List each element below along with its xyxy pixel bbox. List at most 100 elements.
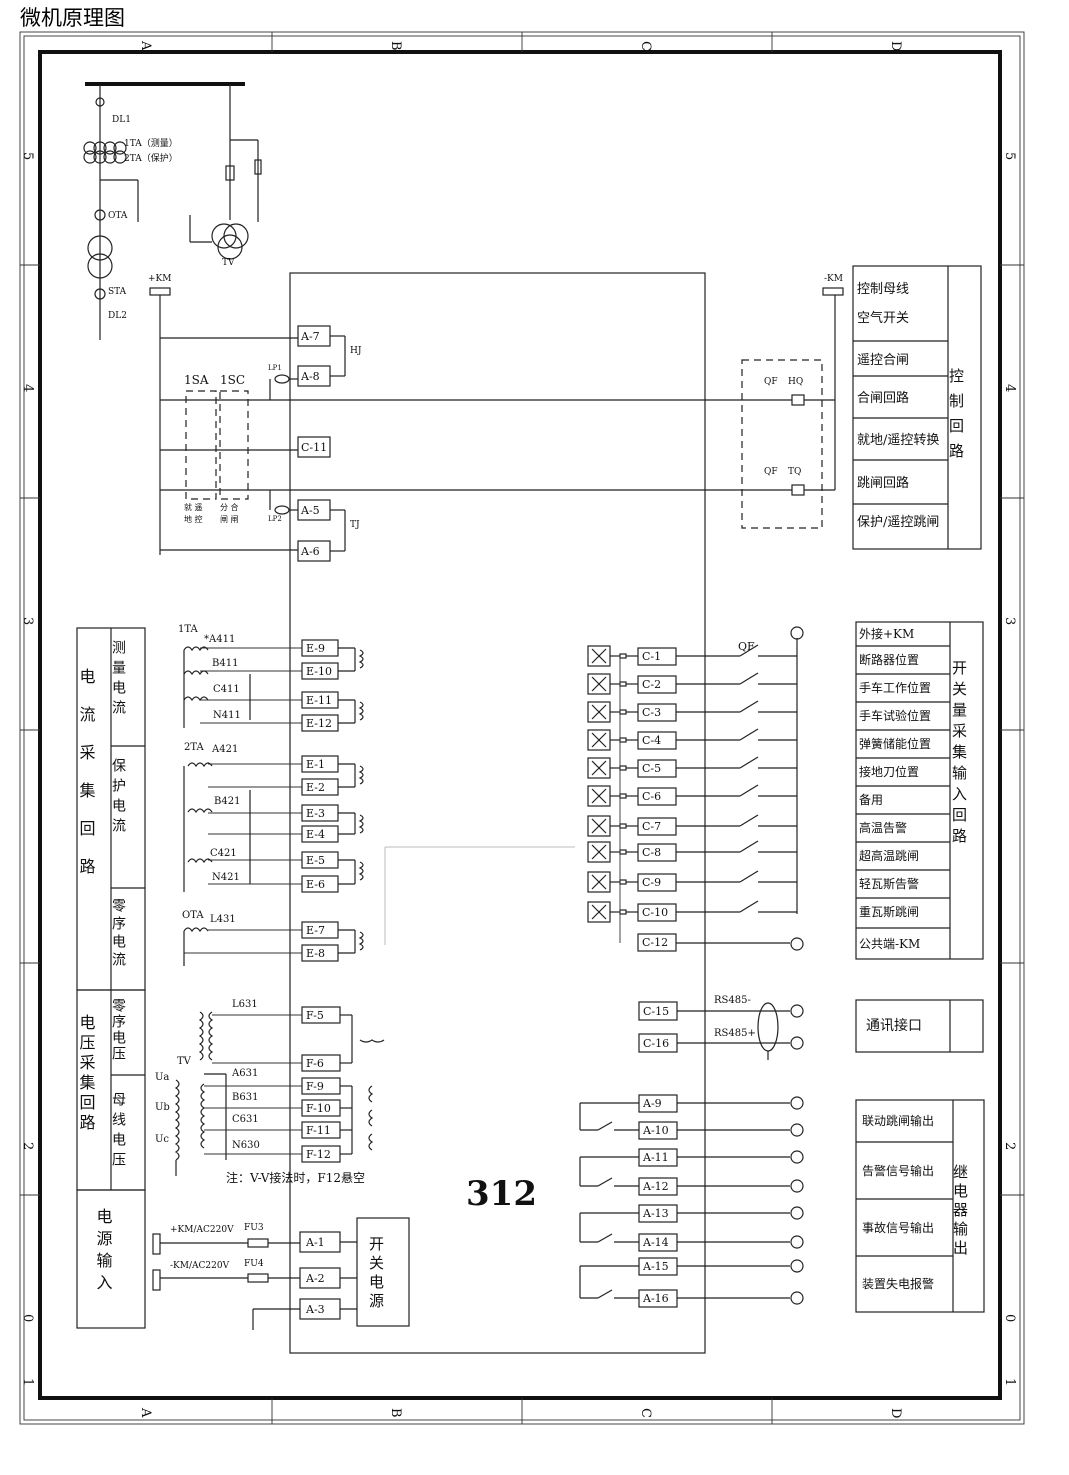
current-sub-1: 测量电流 — [110, 640, 126, 720]
relay-terminal-label: A-10 — [642, 1124, 669, 1137]
di-row-9: 超高温跳闸 — [859, 848, 919, 863]
sa-label: 1SA — [184, 373, 209, 387]
term-c16: C-16 — [643, 1037, 669, 1050]
relay-group-label: 继电器输出 — [951, 1164, 969, 1259]
ctrl-row-4: 合闸回路 — [857, 390, 909, 406]
term-a8: A-8 — [300, 370, 320, 383]
di-row-8: 高温告警 — [859, 820, 907, 835]
e-terminal-label: E-3 — [306, 807, 325, 820]
term-a7: A-7 — [300, 330, 320, 343]
comm-table: 通讯接口 — [855, 999, 984, 1053]
tq-label: TQ — [788, 467, 801, 477]
di-input-icon — [587, 841, 611, 863]
page-title: 微机原理图 — [20, 6, 125, 30]
f-terminal-label: F-11 — [306, 1124, 331, 1137]
di-terminal-label: C-7 — [642, 820, 661, 833]
control-table: 控制母线 空气开关 遥控合闸 合闸回路 就地/遥控转换 跳闸回路 保护/遥控跳闸… — [852, 265, 982, 550]
hj-label: HJ — [350, 346, 362, 356]
di-terminal-label: C-3 — [642, 706, 661, 719]
sc-pos-top: 分 合 — [220, 502, 239, 512]
current-group-label: 电流采集回路 — [77, 668, 96, 896]
terminal-circle — [790, 1235, 804, 1249]
n411-label: N411 — [213, 710, 241, 721]
ta1-sec-label: 1TA — [178, 624, 198, 635]
e-terminal-label: E-12 — [306, 717, 332, 730]
sc-label: 1SC — [220, 373, 245, 387]
relay-circuit: A-9A-10A-11A-12A-13A-14A-15A-16 — [579, 1094, 804, 1308]
a421-label: A421 — [211, 744, 238, 755]
comm-circuit: C-15 C-16 RS485- RS485+ — [638, 995, 804, 1060]
di-row-4: 手车试验位置 — [859, 708, 931, 723]
relay-row-1: 联动跳闸输出 — [862, 1113, 934, 1128]
dl1-label: DL1 — [112, 115, 131, 125]
di-row-3: 手车工作位置 — [859, 680, 931, 695]
ctrl-row-6: 跳闸回路 — [857, 475, 909, 491]
km2-label: -KM/AC220V — [170, 1261, 230, 1271]
ctrl-row-3: 遥控合闸 — [857, 353, 909, 368]
relay-table: 联动跳闸输出 告警信号输出 事故信号输出 装置失电报警 继电器输出 — [855, 1099, 985, 1313]
relay-terminal-label: A-14 — [642, 1236, 669, 1249]
di-input-icon — [587, 901, 611, 923]
zone-left-5: 5 — [20, 152, 35, 160]
sta-label: STA — [108, 287, 127, 297]
l631-label: L631 — [232, 999, 258, 1010]
term-c11: C-11 — [301, 441, 327, 454]
current-circuit: 1TA 2TA OTA *A411 B411 C411 N411 A421 B4… — [178, 624, 364, 966]
relay-row-2: 告警信号输出 — [862, 1163, 934, 1178]
f-terminal-label: F-10 — [306, 1102, 331, 1115]
n421-label: N421 — [212, 872, 240, 883]
di-circuit: QF C-1C-2C-3C-4C-5C-6C-7C-8C-9C-10C-12 — [587, 626, 804, 952]
di-row-6: 接地刀位置 — [859, 764, 919, 779]
e-terminal-label: E-6 — [306, 878, 325, 891]
terminal-circle — [790, 1096, 804, 1110]
f-terminal-label: F-12 — [306, 1148, 331, 1161]
di-table: 外接+KM 断路器位置 手车工作位置 手车试验位置 弹簧储能位置 接地刀位置 备… — [855, 621, 984, 960]
a411-label: *A411 — [204, 634, 235, 645]
ctrl-group-label: 控制回路 — [947, 368, 965, 468]
zone-left-2: 2 — [20, 1142, 35, 1150]
fu3-label: FU3 — [244, 1223, 264, 1233]
n630-label: N630 — [232, 1140, 260, 1151]
zone-left-3: 3 — [20, 617, 35, 625]
zone-right-2: 2 — [1002, 1142, 1017, 1150]
lp1-label: LP1 — [268, 364, 282, 372]
terminal-circle — [790, 1291, 804, 1305]
zone-top-b: B — [388, 41, 403, 51]
hq-label: HQ — [788, 377, 803, 387]
uc-label: Uc — [155, 1134, 169, 1145]
di-terminal-label: C-5 — [642, 762, 661, 775]
e-terminal-label: E-5 — [306, 854, 325, 867]
term-c15: C-15 — [643, 1005, 669, 1018]
terminal-circle — [790, 1150, 804, 1164]
ub-label: Ub — [155, 1102, 170, 1113]
ctrl-row-5: 就地/遥控转换 — [857, 433, 939, 448]
minus-km-label: -KM — [824, 274, 843, 284]
c631-label: C631 — [232, 1114, 259, 1125]
di-row-5: 弹簧储能位置 — [859, 736, 931, 751]
terminal-circle — [790, 1123, 804, 1137]
device-body — [289, 272, 706, 1354]
voltage-group-label: 电压采集回路 — [77, 1014, 96, 1134]
zone-bottom-d: D — [888, 1408, 903, 1418]
e-terminal-label: E-8 — [306, 947, 325, 960]
relay-terminal-label: A-9 — [642, 1097, 662, 1110]
rs485-minus: RS485- — [714, 995, 751, 1006]
sc-pos-bottom: 闸 闸 — [220, 515, 239, 524]
e-terminal-label: E-4 — [306, 828, 325, 841]
relay-terminal-label: A-12 — [642, 1180, 669, 1193]
voltage-table: 电压采集回路 零序电压 母线电压 — [76, 989, 146, 1191]
relay-terminal-label: A-15 — [642, 1260, 669, 1273]
ta2-sec-label: 2TA — [184, 742, 204, 753]
plus-km-label: +KM — [148, 274, 171, 284]
e-terminal-label: E-10 — [306, 665, 332, 678]
di-terminal-label: C-10 — [642, 906, 668, 919]
zone-top-c: C — [638, 41, 653, 51]
comm-row: 通讯接口 — [866, 1017, 922, 1034]
b631-label: B631 — [232, 1092, 258, 1103]
tv-label: TV — [222, 258, 235, 268]
di-qf-label: QF — [738, 640, 755, 653]
control-circuit: +KM 1SA 1SC 就 遥 地 控 分 合 闸 闸 LP1 LP2 A-7 … — [148, 274, 844, 562]
lp2-label: LP2 — [268, 515, 282, 523]
current-table: 电流采集回路 测量电流 保护电流 零序电流 — [76, 627, 146, 991]
term-a3: A-3 — [305, 1303, 325, 1316]
